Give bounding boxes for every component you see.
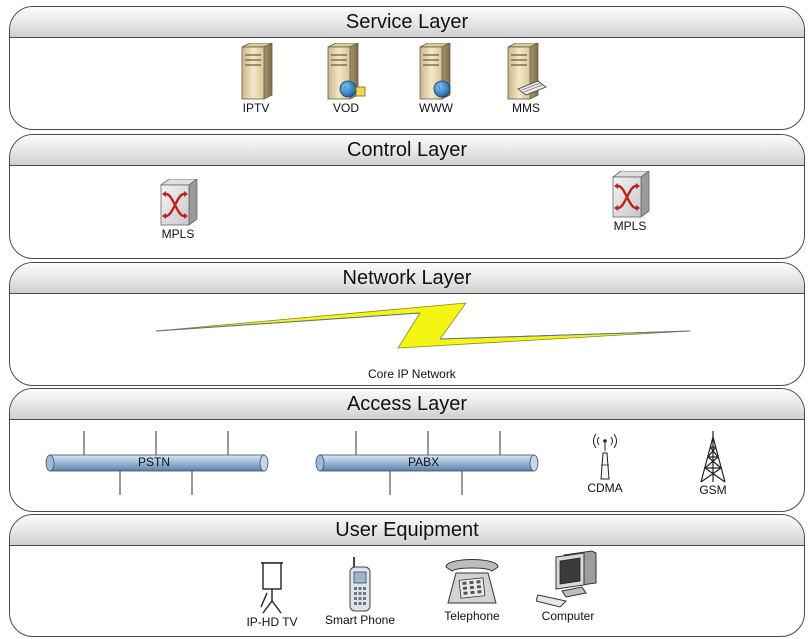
- server-icon: [419, 43, 451, 100]
- device-label: Computer: [541, 609, 595, 623]
- access-layer: Access Layer PSTN PABX: [9, 388, 805, 512]
- router-mpls-right: MPLS: [600, 171, 660, 233]
- globe-icon: [339, 80, 357, 98]
- device-smart-phone: Smart Phone: [318, 555, 402, 627]
- user-equipment-layer: User Equipment IP-HD TV: [9, 514, 805, 637]
- user-equipment-title: User Equipment: [10, 515, 804, 546]
- computer-icon: [536, 550, 597, 608]
- server-label: WWW: [419, 101, 453, 115]
- server-iptv: IPTV: [228, 43, 284, 115]
- mobile-phone-icon: [349, 557, 371, 612]
- router-label: MPLS: [161, 227, 195, 241]
- tower-cdma: CDMA: [580, 431, 630, 495]
- globe-icon: [433, 80, 451, 98]
- pstn-label: PSTN: [138, 455, 171, 469]
- telephone-icon: [445, 559, 499, 604]
- lightning-icon: [155, 302, 691, 349]
- server-icon: [507, 43, 547, 100]
- control-layer-title: Control Layer: [10, 135, 804, 166]
- pabx-label: PABX: [408, 455, 440, 469]
- device-ip-hd-tv: IP-HD TV: [232, 559, 312, 629]
- server-icon: [327, 43, 366, 100]
- device-label: IP-HD TV: [246, 615, 298, 629]
- server-mms: MMS: [498, 43, 554, 115]
- core-ip-network-label: Core IP Network: [368, 367, 456, 381]
- device-telephone: Telephone: [430, 549, 514, 623]
- device-label: Telephone: [444, 609, 500, 623]
- tower-label: CDMA: [587, 481, 623, 495]
- device-label: Smart Phone: [324, 613, 396, 627]
- server-vod: VOD: [318, 43, 374, 115]
- server-label: VOD: [332, 101, 359, 115]
- router-mpls-left: MPLS: [148, 179, 208, 241]
- router-label: MPLS: [613, 219, 647, 233]
- cell-tower-icon: [593, 433, 617, 480]
- control-layer: Control Layer MPLS: [9, 134, 805, 259]
- tower-label: GSM: [699, 483, 727, 497]
- service-layer: Service Layer IPTV VOD: [9, 6, 805, 130]
- device-computer: Computer: [526, 549, 610, 623]
- tower-gsm: GSM: [688, 429, 738, 497]
- server-icon: [241, 43, 273, 100]
- server-label: MMS: [512, 101, 540, 115]
- bus-icon: [45, 431, 539, 495]
- network-layer: Network Layer Core IP Network: [9, 262, 805, 386]
- server-label: IPTV: [242, 101, 270, 115]
- projector-screen-icon: [260, 562, 283, 614]
- router-icon: [611, 171, 650, 218]
- service-layer-title: Service Layer: [10, 7, 804, 38]
- cell-tower-icon: [700, 431, 726, 483]
- network-layer-title: Network Layer: [10, 263, 804, 294]
- router-icon: [159, 179, 198, 226]
- access-layer-title: Access Layer: [10, 389, 804, 420]
- server-www: WWW: [408, 43, 464, 115]
